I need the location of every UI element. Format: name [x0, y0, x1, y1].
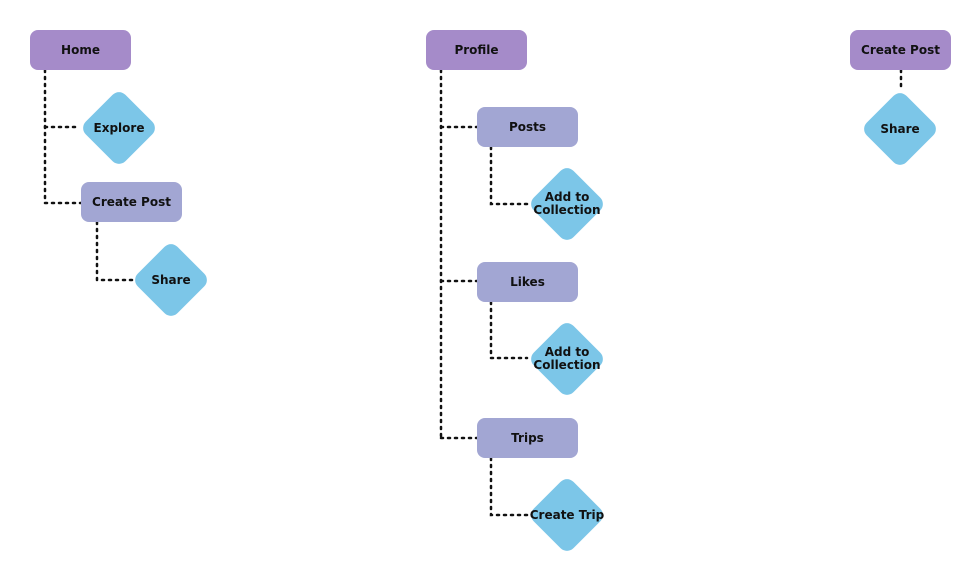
node-trips-create-trip: Create Trip [527, 475, 607, 555]
node-home-explore: Explore [79, 88, 159, 168]
node-posts-add-to-collection: Add to Collection [527, 164, 607, 244]
node-home-share: Share [131, 240, 211, 320]
node-profile-posts: Posts [477, 107, 578, 147]
node-label: Create Trip [529, 507, 605, 522]
node-profile: Profile [426, 30, 527, 70]
node-create-post: Create Post [850, 30, 951, 70]
node-label: Share [151, 272, 191, 287]
node-home-create-post: Create Post [81, 182, 182, 222]
node-label: Add to Collection [533, 345, 601, 372]
node-label: Explore [93, 120, 145, 135]
node-profile-trips: Trips [477, 418, 578, 458]
node-home: Home [30, 30, 131, 70]
node-label: Share [880, 121, 920, 136]
node-label: Add to Collection [533, 190, 601, 217]
node-create-post-share: Share [860, 89, 940, 169]
connector-likes-action [489, 300, 529, 360]
node-likes-add-to-collection: Add to Collection [527, 319, 607, 399]
node-profile-likes: Likes [477, 262, 578, 302]
connector-posts-action [489, 145, 529, 206]
connector-trips-action [489, 456, 529, 517]
connector-create-post-share [95, 220, 134, 282]
